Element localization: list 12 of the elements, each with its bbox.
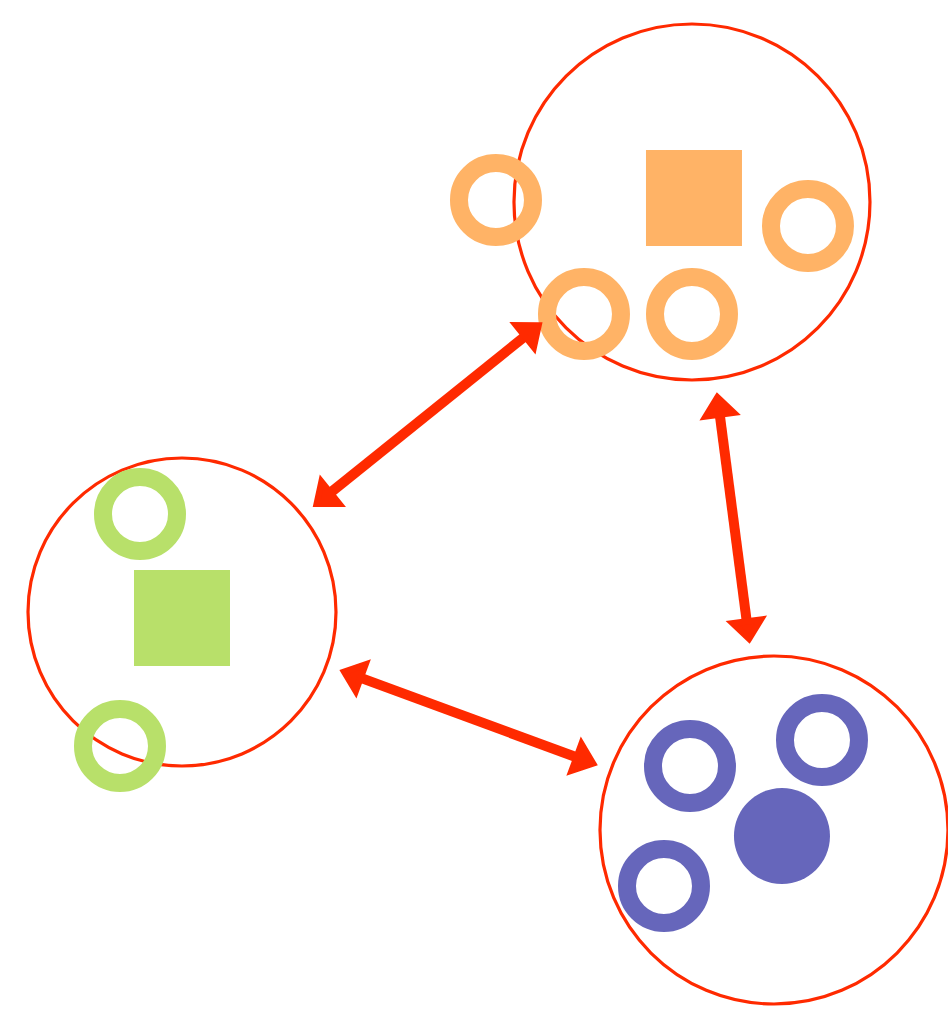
filled-shape xyxy=(134,570,230,666)
ring-shape xyxy=(618,840,710,932)
filled-shape xyxy=(734,788,830,884)
ring-shape xyxy=(646,268,738,360)
ring-shape xyxy=(538,268,630,360)
ring-shape xyxy=(94,468,186,560)
ring-shape xyxy=(644,720,736,812)
ring-shape xyxy=(776,694,868,786)
ring-shape xyxy=(74,700,166,792)
filled-shape xyxy=(646,150,742,246)
ring-shape xyxy=(450,154,542,246)
ring-shape xyxy=(762,180,854,272)
